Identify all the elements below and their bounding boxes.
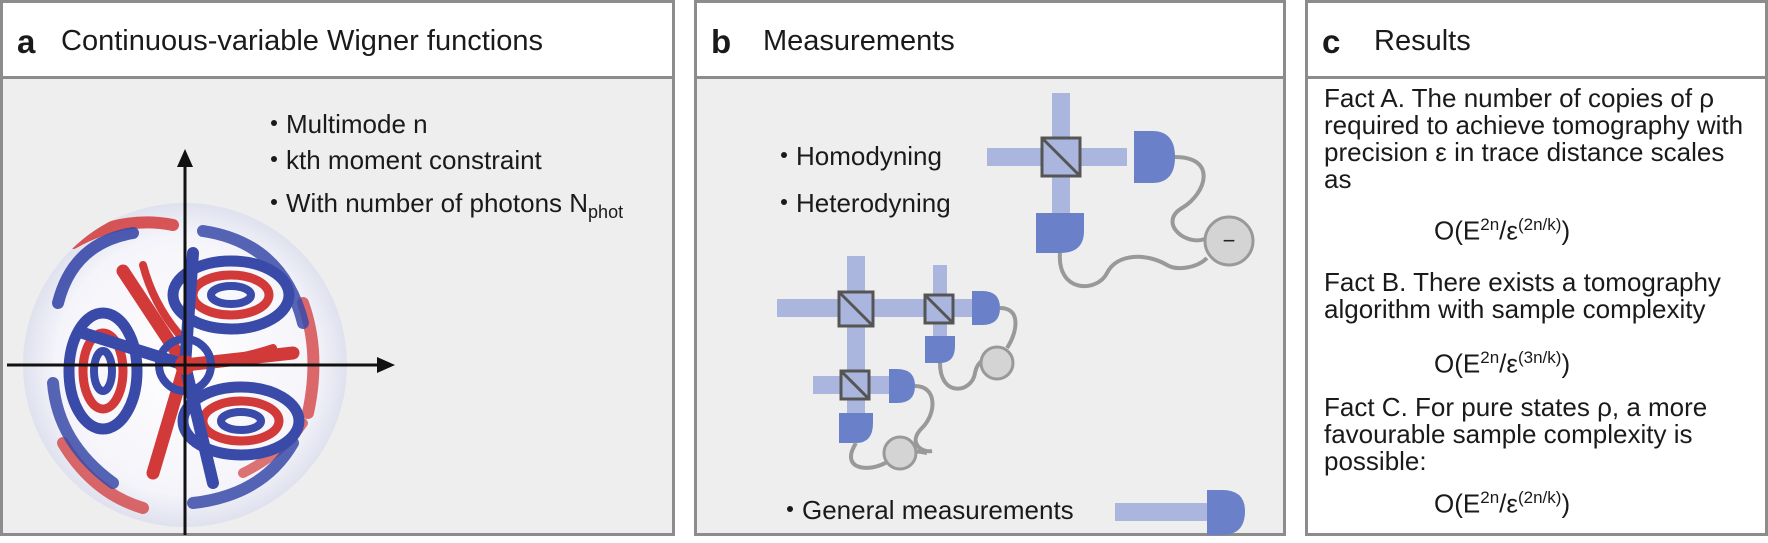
panel-c-header: c Results xyxy=(1308,3,1765,79)
bullet-heterodyning: Heterodyning xyxy=(781,188,951,219)
detector-icon xyxy=(1036,213,1084,253)
bullet-homodyning: Homodyning xyxy=(781,141,942,172)
formula-c: O(E2n/ε(2n/k)) xyxy=(1434,488,1570,520)
y-axis-arrow-icon xyxy=(177,149,193,167)
formula-b-exp2: (3n/k) xyxy=(1517,348,1562,367)
formula-a-end: ) xyxy=(1561,215,1571,246)
panel-a-title: Continuous-variable Wigner functions xyxy=(61,25,543,57)
measurement-diagrams: − xyxy=(777,93,1255,535)
bullet-photons-text: With number of photons N xyxy=(286,188,589,218)
panel-c-letter: c xyxy=(1322,23,1341,60)
bullet-general: General measurements xyxy=(787,495,1074,526)
bullet-photons-subscript: phot xyxy=(588,202,624,223)
signal-wire xyxy=(913,384,935,454)
bullet-dot xyxy=(271,199,277,206)
formula-c-exp2: (2n/k) xyxy=(1517,488,1562,507)
meter-icon xyxy=(882,435,918,471)
bullet-photons: With number of photons Nphot xyxy=(271,188,623,223)
heterodyne-setup xyxy=(777,256,1018,471)
formula-c-end: ) xyxy=(1561,488,1571,519)
bullet-dot xyxy=(271,156,277,163)
bullet-heterodyning-text: Heterodyning xyxy=(796,188,951,218)
panel-b-letter: b xyxy=(711,23,732,60)
bullet-general-text: General measurements xyxy=(802,495,1074,525)
formula-a-exp1: 2n xyxy=(1480,215,1500,234)
fact-c: Fact C. For pure states ρ, a more favour… xyxy=(1324,392,1708,476)
formula-b-base: O(E xyxy=(1434,348,1481,379)
x-axis-arrow-icon xyxy=(377,357,395,373)
detector-icon xyxy=(1134,131,1175,183)
general-measurement-setup xyxy=(1115,490,1245,535)
formula-c-base: O(E xyxy=(1434,488,1481,519)
bullet-dot xyxy=(787,506,793,513)
meter-minus-label: − xyxy=(1223,228,1236,253)
signal-wire xyxy=(1057,252,1209,288)
bullet-multimode: Multimode n xyxy=(271,109,428,140)
meter-icon xyxy=(1203,215,1255,267)
meter-icon xyxy=(979,345,1015,381)
formula-b-exp1: 2n xyxy=(1480,348,1500,367)
fact-b: Fact B. There exists a tomography algori… xyxy=(1324,267,1721,324)
detector-icon xyxy=(925,336,955,363)
panel-a-letter: a xyxy=(17,23,36,60)
wigner-fringes xyxy=(47,216,320,514)
panel-a: a Continuous-variable Wigner functions M… xyxy=(0,0,675,536)
signal-wire xyxy=(999,306,1018,350)
bullet-dot xyxy=(271,120,277,127)
bullet-moment-text: kth moment constraint xyxy=(286,145,542,175)
panel-b: b Measurements Homodyning Heterodyning G… xyxy=(694,0,1286,536)
detector-icon xyxy=(972,291,1000,325)
formula-b-mid: /ε xyxy=(1499,348,1518,379)
fact-a: Fact A. The number of copies of ρ requir… xyxy=(1324,83,1744,194)
bullet-multimode-text: Multimode n xyxy=(286,109,428,139)
panel-c-title: Results xyxy=(1374,25,1471,57)
formula-a-base: O(E xyxy=(1434,215,1481,246)
panel-c: c Results Fact A. The number of copies o… xyxy=(1305,0,1768,536)
formula-b: O(E2n/ε(3n/k)) xyxy=(1434,348,1570,380)
detector-icon xyxy=(839,413,873,443)
panel-c-body xyxy=(1308,79,1765,533)
bullet-dot xyxy=(781,199,787,206)
detector-icon xyxy=(889,369,915,403)
detector-icon xyxy=(1207,490,1245,535)
formula-a: O(E2n/ε(2n/k)) xyxy=(1434,215,1570,247)
panel-b-header: b Measurements xyxy=(697,3,1283,79)
panel-a-header: a Continuous-variable Wigner functions xyxy=(3,3,672,79)
wigner-function-plot xyxy=(7,149,395,535)
formula-a-mid: /ε xyxy=(1499,215,1518,246)
bullet-dot xyxy=(781,152,787,159)
panel-b-title: Measurements xyxy=(763,25,955,57)
bullet-moment: kth moment constraint xyxy=(271,145,542,176)
formula-a-exp2: (2n/k) xyxy=(1517,215,1562,234)
formula-c-mid: /ε xyxy=(1499,488,1518,519)
bullet-homodyning-text: Homodyning xyxy=(796,141,942,171)
formula-b-end: ) xyxy=(1561,348,1571,379)
homodyne-setup: − xyxy=(987,93,1255,288)
signal-wire xyxy=(1170,155,1208,243)
formula-c-exp1: 2n xyxy=(1480,488,1500,507)
